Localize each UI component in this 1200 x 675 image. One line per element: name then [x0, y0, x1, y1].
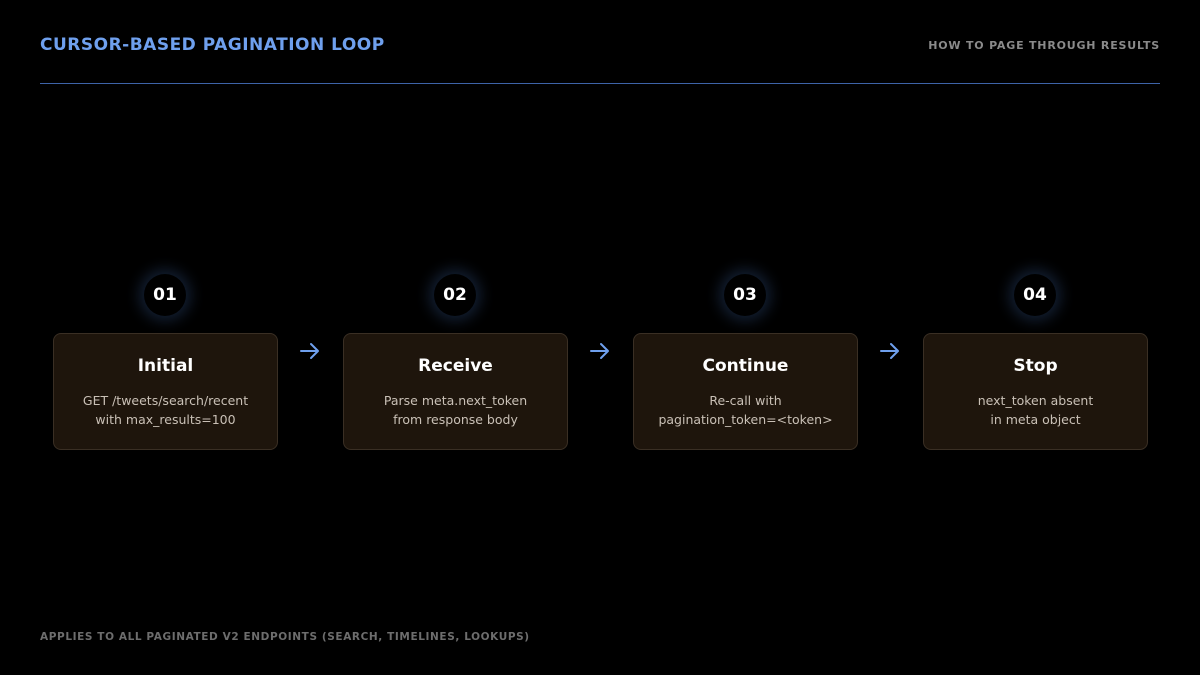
step-description: GET /tweets/search/recent with max_resul… — [60, 391, 271, 429]
step-card-continue: Continue Re-call with pagination_token=<… — [633, 333, 858, 450]
page-title: CURSOR-BASED PAGINATION LOOP — [40, 35, 385, 55]
step-title: Initial — [137, 356, 194, 376]
step-description-line: GET /tweets/search/recent — [82, 393, 249, 408]
header-divider — [40, 83, 1160, 84]
footer-note: APPLIES TO ALL PAGINATED V2 ENDPOINTS (S… — [40, 631, 530, 643]
step-description: Re-call with pagination_token=<token> — [640, 391, 851, 429]
step-title: Stop — [1013, 356, 1058, 376]
step-title: Receive — [418, 356, 493, 376]
step-number-badge: 03 — [724, 274, 766, 316]
arrow-right-icon — [300, 343, 319, 359]
step-description-line: with max_results=100 — [95, 412, 236, 427]
step-description-line: next_token absent — [977, 393, 1094, 408]
step-description: Parse meta.next_token from response body — [350, 391, 561, 429]
step-description-line: pagination_token=<token> — [658, 412, 833, 427]
step-card-receive: Receive Parse meta.next_token from respo… — [343, 333, 568, 450]
step-card-stop: Stop next_token absent in meta object — [923, 333, 1148, 450]
step-card-initial: Initial GET /tweets/search/recent with m… — [53, 333, 278, 450]
step-number-badge: 04 — [1014, 274, 1056, 316]
step-number-badge: 02 — [434, 274, 476, 316]
step-description-line: in meta object — [990, 412, 1081, 427]
step-description: next_token absent in meta object — [930, 391, 1141, 429]
step-number-badge: 01 — [144, 274, 186, 316]
step-description-line: Re-call with — [709, 393, 782, 408]
arrow-right-icon — [590, 343, 609, 359]
step-description-line: from response body — [393, 412, 518, 427]
step-description-line: Parse meta.next_token — [383, 393, 528, 408]
step-title: Continue — [702, 356, 789, 376]
page-subtitle: HOW TO PAGE THROUGH RESULTS — [928, 39, 1160, 52]
arrow-right-icon — [880, 343, 899, 359]
